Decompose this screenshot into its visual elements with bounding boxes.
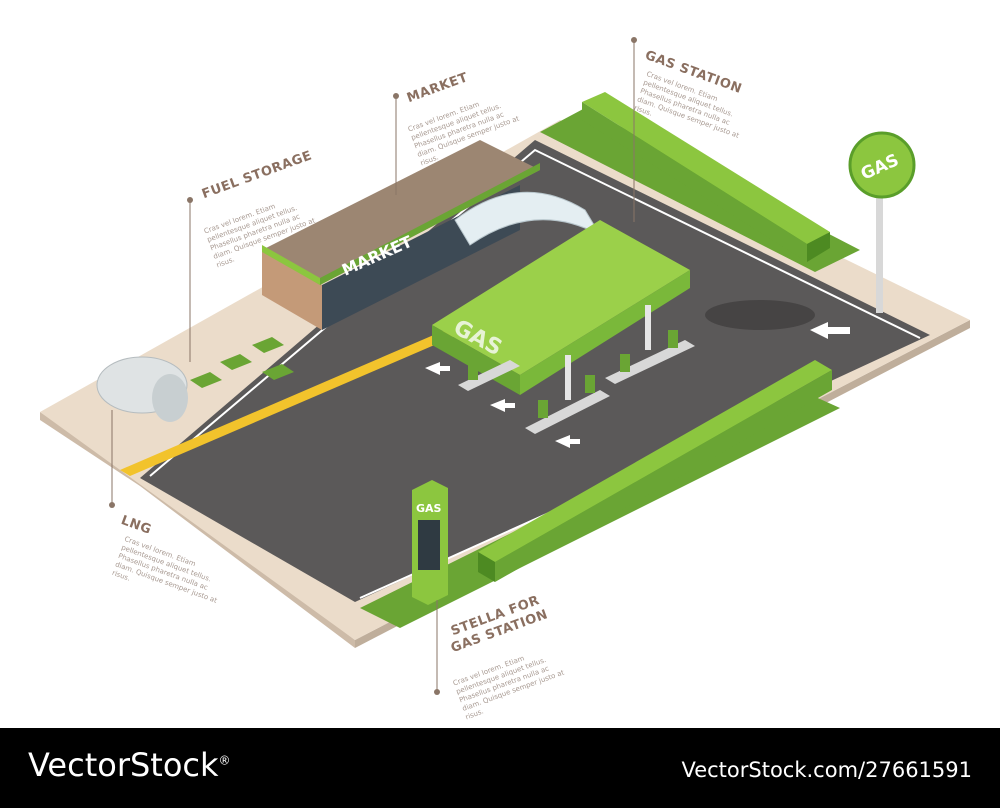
leader-stella-dot [434, 689, 440, 695]
footer-code: VectorStock.com/27661591 [681, 758, 972, 782]
leader-fuel-storage-dot [187, 197, 193, 203]
canopy-front [432, 325, 520, 395]
fuel-lid-4 [262, 364, 294, 380]
arrow-1 [425, 362, 450, 375]
canopy-side [520, 270, 690, 395]
market-wall-left [262, 250, 322, 330]
gas-station-illustration: MARKET GAS GAS GAS [40, 37, 970, 695]
hedge-top-front [582, 102, 807, 262]
canopy-pillar-2 [645, 305, 651, 350]
fuel-lid-3 [252, 337, 284, 353]
pump-island-3 [605, 340, 695, 384]
pump-5 [668, 330, 678, 348]
pump-3 [585, 375, 595, 393]
watermark-footer: VectorStock® VectorStock.com/27661591 [0, 728, 1000, 808]
hedge-bottom-front [478, 552, 495, 582]
hedge-bottom-face [478, 360, 832, 562]
pump-island-2 [525, 390, 610, 434]
hedge-top-side [807, 232, 830, 262]
arrow-2 [490, 399, 515, 412]
pole-sign-pole [876, 195, 883, 313]
stella-panel [418, 520, 440, 570]
pole-sign-disc [848, 131, 916, 199]
pump-1 [468, 362, 478, 380]
arrow-4 [810, 322, 850, 339]
market-roof-trim [262, 245, 320, 285]
leader-gas-station-dot [631, 37, 637, 43]
footer-registered-mark: ® [218, 753, 231, 768]
fuel-lid-2 [220, 354, 252, 370]
footer-brand-name: VectorStock [28, 746, 219, 784]
stella-sign: GAS [416, 502, 442, 515]
base-slab-side [40, 412, 355, 648]
hedge-bottom-side [495, 370, 832, 582]
pump-island-1 [458, 360, 520, 391]
market-roof [262, 140, 540, 285]
pole-sign-shadow [705, 300, 815, 330]
footer-brand: VectorStock® [28, 746, 231, 784]
market-roof-trim-front [320, 163, 540, 285]
lng-tank-end [152, 374, 188, 422]
arrow-3 [555, 435, 580, 448]
leader-lng-dot [109, 502, 115, 508]
fuel-lid-1 [190, 372, 222, 388]
pump-2 [538, 400, 548, 418]
yellow-curb [120, 300, 525, 476]
leader-market-dot [393, 93, 399, 99]
canopy-top [432, 220, 690, 375]
pump-4 [620, 354, 630, 372]
canopy-pillar-1 [565, 355, 571, 400]
hedge-top-face [582, 92, 830, 244]
